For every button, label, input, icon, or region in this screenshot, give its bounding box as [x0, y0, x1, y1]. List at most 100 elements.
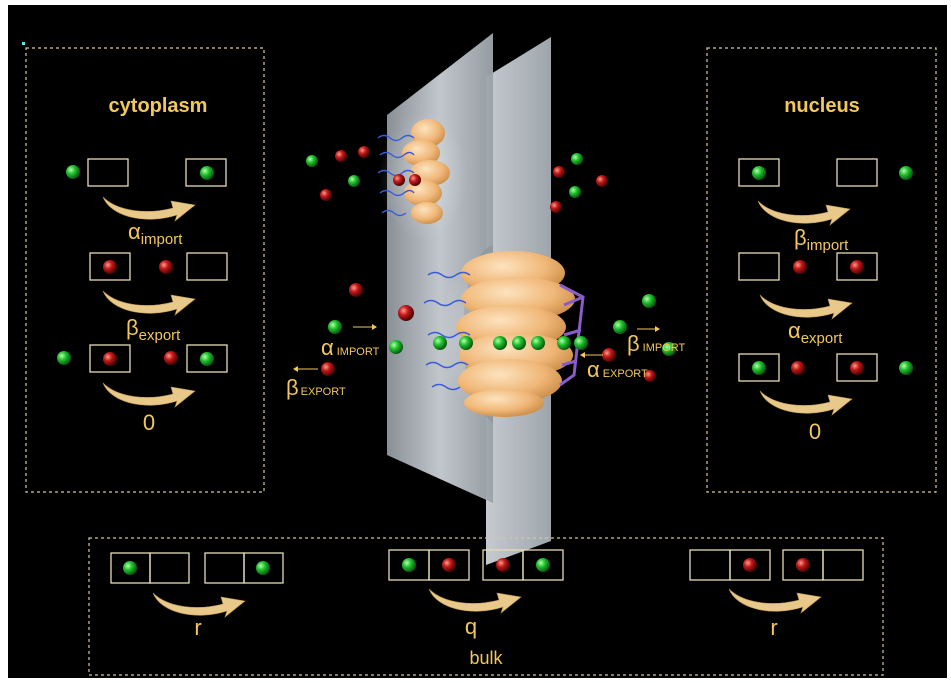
cytoplasm-panel	[25, 47, 265, 493]
site-box	[738, 353, 780, 382]
green-particle	[66, 165, 80, 179]
site-box	[89, 344, 131, 373]
curved-arrow-icon	[102, 382, 196, 408]
arrowhead-icon	[372, 324, 377, 330]
red-particle	[358, 146, 370, 158]
green-particle	[256, 561, 270, 575]
red-particle	[103, 260, 117, 274]
filaments-cytoplasmic	[423, 271, 471, 391]
site-box	[89, 252, 131, 281]
curved-arrow-icon	[759, 294, 853, 320]
rate-label: βexport	[126, 315, 181, 344]
green-particle	[433, 336, 447, 350]
green-particle	[459, 336, 473, 350]
curved-arrow-icon	[102, 290, 196, 316]
green-particle	[613, 320, 627, 334]
red-particle	[644, 370, 656, 382]
rate-label: r	[770, 615, 777, 640]
site-box	[87, 158, 129, 187]
red-particle	[796, 558, 810, 572]
bulk-title: bulk	[469, 648, 503, 668]
green-particle	[306, 155, 318, 167]
green-particle	[642, 294, 656, 308]
red-particle	[103, 352, 117, 366]
green-particle	[200, 166, 214, 180]
green-particle	[569, 186, 581, 198]
curved-arrow-icon	[102, 196, 196, 222]
green-particle	[57, 351, 71, 365]
green-particle	[402, 558, 416, 572]
rate-label: αimport	[128, 219, 183, 248]
green-particle	[348, 175, 360, 187]
green-particle	[752, 166, 766, 180]
rate-label: βimport	[794, 225, 849, 254]
cytoplasm-rule-zero: 0	[57, 344, 228, 435]
cytoplasm-title: cytoplasm	[109, 95, 208, 117]
nucleus-rule-export: αexport	[738, 252, 878, 347]
red-particle	[793, 260, 807, 274]
arrowhead-icon	[293, 366, 298, 372]
green-particle	[123, 561, 137, 575]
curved-arrow-icon	[152, 592, 246, 618]
diagram-canvas: cytoplasm αimport βexport 0 nucleus βimp…	[8, 5, 947, 678]
nucleus-rule-import: βimport	[738, 158, 913, 254]
particles-in-channel	[433, 336, 588, 350]
red-particle	[553, 166, 565, 178]
red-particle	[496, 558, 510, 572]
site-box	[522, 549, 564, 581]
green-particle	[389, 340, 403, 354]
red-particle	[159, 260, 173, 274]
bulk-rule-middle: q	[388, 549, 564, 639]
curved-arrow-icon	[759, 390, 853, 416]
cytoplasm-rule-import: αimport	[66, 158, 227, 248]
red-particle	[320, 189, 332, 201]
green-particle	[662, 342, 676, 356]
green-particle	[899, 166, 913, 180]
site-box	[186, 252, 228, 281]
transport-diagram: cytoplasm αimport βexport 0 nucleus βimp…	[22, 33, 937, 676]
green-particle	[571, 153, 583, 165]
curved-arrow-icon	[428, 588, 522, 614]
site-box	[822, 549, 864, 581]
site-box	[243, 552, 284, 584]
bulk-rule-left: r	[110, 552, 284, 640]
bulk-panel	[88, 537, 884, 676]
rate-label: q	[465, 614, 477, 639]
red-particle	[393, 174, 405, 186]
site-box	[738, 252, 780, 281]
red-particle	[850, 361, 864, 375]
green-particle	[752, 361, 766, 375]
curved-arrow-icon	[728, 588, 822, 614]
red-particle	[850, 260, 864, 274]
site-box	[149, 552, 190, 584]
nucleus-title: nucleus	[784, 95, 860, 117]
arrowhead-icon	[580, 352, 585, 358]
bulk-rule-right: r	[689, 549, 864, 640]
arrowhead-icon	[655, 326, 660, 332]
site-box	[428, 549, 470, 581]
red-particle	[321, 362, 335, 376]
red-particle	[409, 174, 421, 186]
site-box	[836, 353, 878, 382]
particles-cytoplasmic-side	[306, 146, 421, 376]
rate-label: 0	[143, 410, 155, 435]
nuclear-envelope-illustration	[377, 33, 585, 565]
particles-nuclear-side	[550, 153, 676, 382]
red-particle	[164, 351, 178, 365]
corner-mark	[22, 42, 25, 45]
red-particle	[335, 150, 347, 162]
nuclear-pore-complex	[456, 251, 575, 417]
rate-label: 0	[809, 419, 821, 444]
green-particle	[200, 352, 214, 366]
nuclear-basket	[559, 283, 585, 387]
nucleus-rule-zero: 0	[738, 353, 913, 444]
green-particle	[899, 361, 913, 375]
red-particle	[596, 175, 608, 187]
rate-label: αexport	[788, 318, 843, 347]
site-box	[689, 549, 731, 581]
site-box	[836, 158, 878, 187]
